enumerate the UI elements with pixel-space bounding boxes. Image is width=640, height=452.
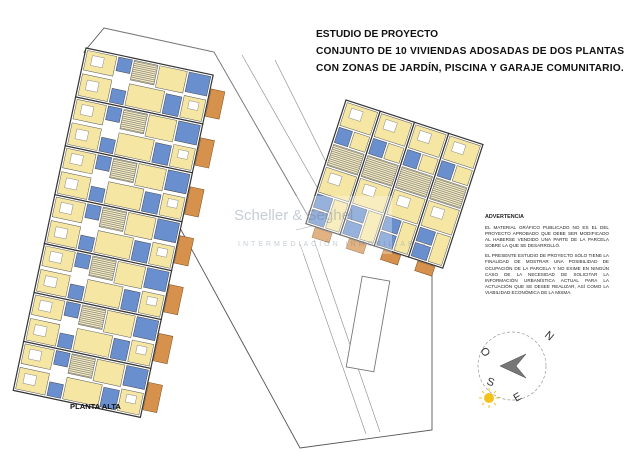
house-cluster-right: [305, 99, 484, 280]
compass: [477, 331, 547, 408]
compass-north: N: [542, 329, 556, 343]
compass-south: S: [485, 376, 496, 390]
title-line-1: ESTUDIO DE PROYECTO: [316, 29, 439, 40]
title-block: ESTUDIO DE PROYECTO CONJUNTO DE 10 VIVIE…: [316, 26, 625, 77]
plan-label: PLANTA ALTA: [70, 402, 121, 411]
watermark-line-1: Scheller & Seghel: [234, 207, 353, 224]
title-line-3: CON ZONAS DE JARDÍN, PISCINA Y GARAJE CO…: [316, 63, 624, 74]
advertencia-paragraph-2: El presente estudio de proyecto sólo tie…: [485, 253, 609, 295]
watermark-line-2: INTERMEDIACIÓN INMOBILIARIA: [238, 239, 429, 248]
watermark: Scheller & Seghel INTERMEDIACIÓN INMOBIL…: [228, 196, 429, 254]
advertencia-paragraph-1: El material gráfico publicado no es el d…: [485, 225, 609, 249]
compass-west: O: [477, 346, 492, 360]
house-row-left: [12, 47, 226, 422]
advertencia-notice: ADVERTENCIA El material gráfico publicad…: [485, 214, 609, 300]
compass-east: E: [512, 391, 524, 405]
swimming-pool: [345, 275, 391, 373]
title-line-2: CONJUNTO DE 10 VIVIENDAS ADOSADAS DE DOS…: [316, 46, 625, 57]
advertencia-heading: ADVERTENCIA: [485, 214, 524, 220]
sun-icon: [484, 393, 494, 403]
